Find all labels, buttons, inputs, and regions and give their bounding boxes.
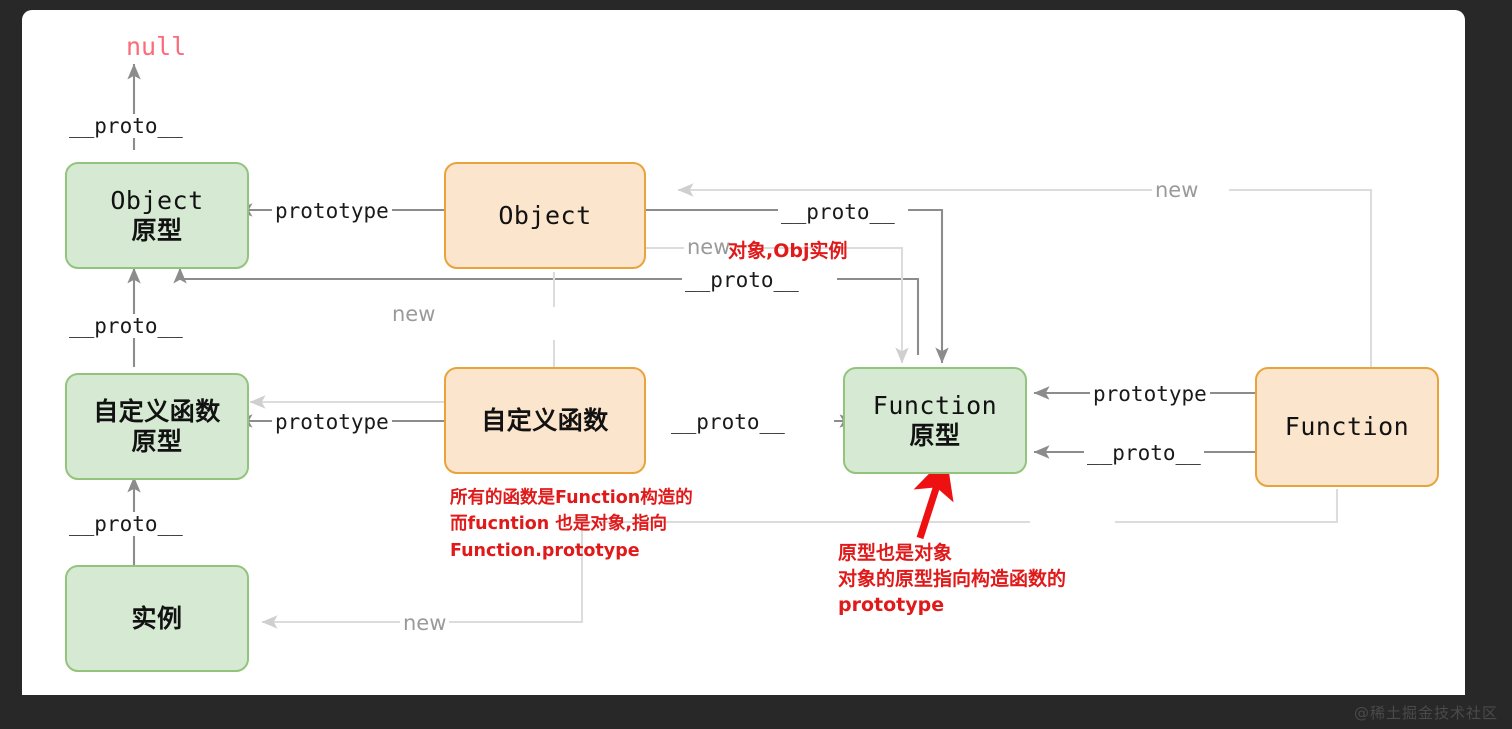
node-object-prototype-line2: 原型 [131,215,183,245]
node-object-constructor-line1: Object [498,200,592,230]
node-function-constructor-line1: Function [1284,412,1410,442]
annotation-prototype-is-object: 原型也是对象 对象的原型指向构造函数的 prototype [838,542,1067,617]
node-function-prototype[interactable]: Function 原型 [843,367,1027,474]
node-custom-function-prototype-line2: 原型 [131,426,183,456]
node-instance-line1: 实例 [131,603,183,633]
edge-label-proto-customproto-up: __proto__ [66,314,186,338]
null-label: null [126,32,187,61]
edge-label-new-top-right: new [1152,178,1202,202]
node-object-prototype-line1: Object [110,186,204,215]
edge-label-proto-object-right: __proto__ [778,200,898,224]
red-callout-arrow [913,456,954,540]
node-object-prototype[interactable]: Object 原型 [65,162,249,269]
edge-mid-proto-vert [894,277,920,355]
node-custom-function-prototype-line1: 自定义函数 [93,397,221,426]
edge-label-proto-to-null: __proto__ [66,114,186,138]
node-function-prototype-line2: 原型 [909,420,961,450]
node-function-constructor[interactable]: Function [1255,367,1439,487]
diagram-canvas: Object 原型 Object 自定义函数 原型 自定义函数 实例 Funct… [22,10,1465,695]
node-custom-function-constructor-line1: 自定义函数 [481,405,609,435]
node-function-prototype-line1: Function [872,391,998,420]
edge-label-prototype-custom: prototype [272,410,392,434]
edge-new-function-to-object [678,190,1373,375]
node-custom-function-prototype[interactable]: 自定义函数 原型 [65,373,249,480]
edge-label-prototype-function: prototype [1090,382,1210,406]
edge-label-new-object-down: new [684,235,734,259]
edge-label-new-custom-left: new [389,302,439,326]
watermark: @稀土掘金技术社区 [1353,704,1498,722]
edge-label-proto-custom-right: __proto__ [668,410,788,434]
edge-label-proto-function-right: __proto__ [1084,441,1204,465]
node-instance[interactable]: 实例 [65,565,249,672]
node-object-constructor[interactable]: Object [444,162,646,269]
edge-label-prototype-object: prototype [272,199,392,223]
annotation-object-instance: 对象,Obj实例 [728,240,848,262]
annotation-function-constructs-all: 所有的函数是Function构造的 而fucntion 也是对象,指向 Func… [450,488,693,561]
node-custom-function-constructor[interactable]: 自定义函数 [444,367,646,474]
edge-label-proto-mid: __proto__ [682,268,802,292]
edge-label-proto-instance-up: __proto__ [66,512,186,536]
edge-mid-proto-to-objectproto [180,268,894,279]
edge-new-function-to-instance [262,489,1339,622]
edge-label-new-instance: new [400,611,450,635]
